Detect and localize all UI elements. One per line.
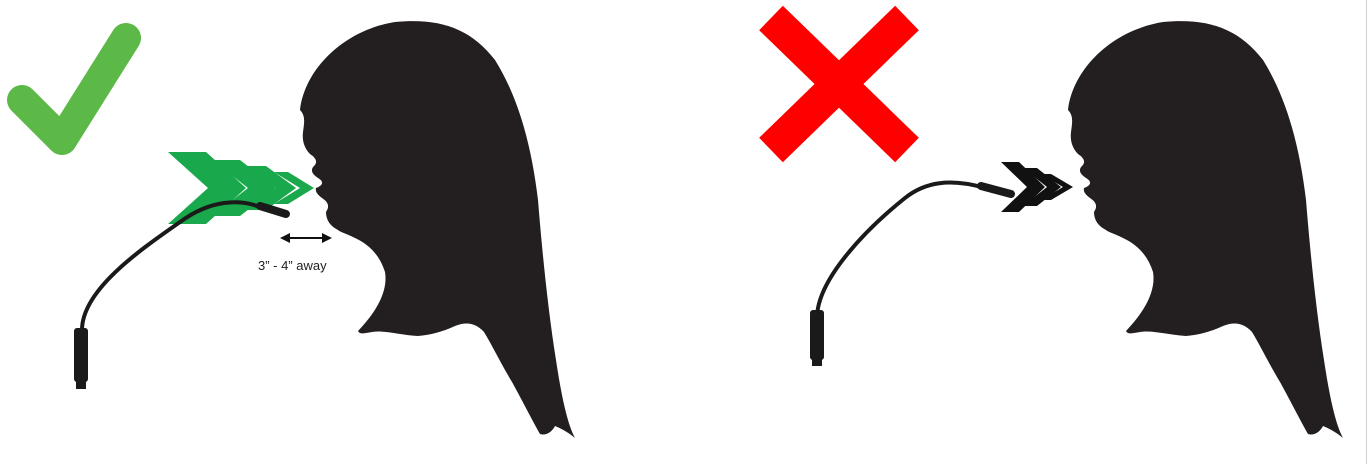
incorrect-placement-illustration xyxy=(685,0,1371,464)
woman-silhouette xyxy=(1068,21,1343,438)
woman-silhouette xyxy=(300,21,575,438)
gooseneck-microphone xyxy=(810,183,1011,366)
distance-label: 3” - 4” away xyxy=(258,258,327,273)
panel-edge-line xyxy=(1366,0,1367,464)
correct-placement-illustration xyxy=(0,0,685,464)
sound-waves-bad xyxy=(1001,162,1073,212)
cross-icon xyxy=(771,18,907,150)
correct-placement-panel: 3” - 4” away xyxy=(0,0,685,464)
gooseneck-microphone xyxy=(74,202,286,389)
checkmark-icon xyxy=(22,38,126,140)
distance-arrow xyxy=(280,233,332,243)
incorrect-placement-panel xyxy=(685,0,1371,464)
